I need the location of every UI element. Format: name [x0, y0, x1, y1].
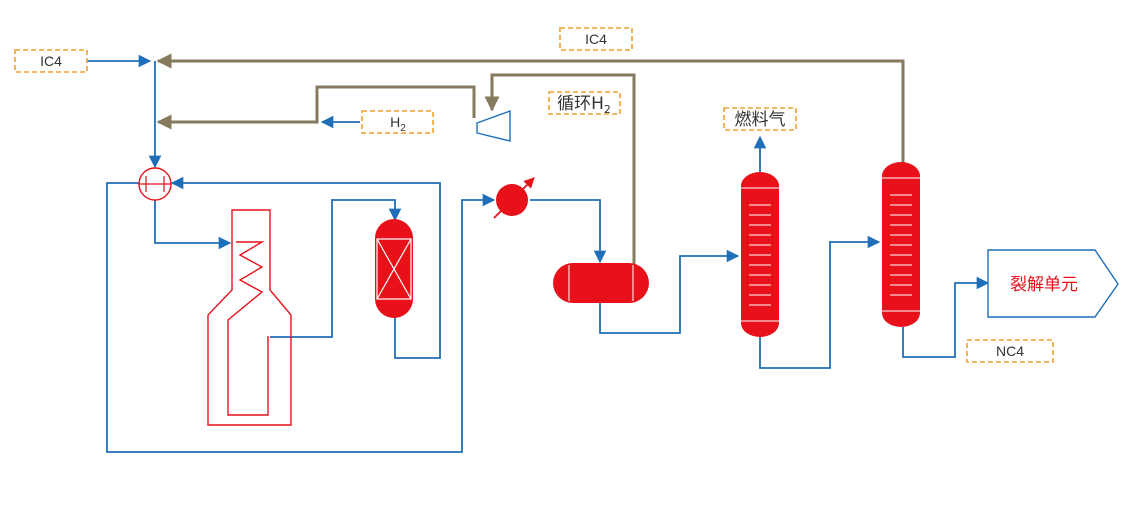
svg-text:循环H2: 循环H2 [557, 94, 611, 116]
exchanger-to-cooler-line [106, 182, 496, 453]
svg-text:NC4: NC4 [996, 343, 1024, 359]
fuel-gas-label: 燃料气 [723, 107, 797, 131]
svg-text:IC4: IC4 [40, 53, 62, 69]
ic4-recycle-line [156, 53, 905, 163]
ic4-feed-label: IC4 [14, 49, 88, 73]
recycle-h2-label: 循环H2 [548, 91, 621, 116]
svg-text:IC4: IC4 [585, 31, 607, 47]
column1-to-column2-line [759, 235, 881, 369]
h2-makeup-label: H2 [361, 110, 434, 134]
separator-drum [553, 263, 649, 303]
exchanger-to-furnace-line [154, 200, 232, 250]
heating-furnace [207, 209, 292, 426]
h2-recycle-line [484, 73, 636, 265]
svg-text:H2: H2 [390, 114, 406, 134]
column2-to-cracking-line [902, 276, 990, 358]
feed-effluent-exchanger [138, 167, 172, 201]
cracking-unit-block: 裂解单元 [987, 249, 1119, 318]
furnace-to-reactor-line [270, 199, 402, 338]
distillation-column-1 [741, 172, 779, 337]
cooler [493, 177, 535, 219]
separator-to-column1-line [599, 249, 740, 334]
reactor [375, 219, 413, 318]
cracking-unit-label: 裂解单元 [1010, 275, 1078, 295]
cooler-to-separator-line [530, 199, 607, 264]
compressor-discharge-line [156, 85, 476, 130]
ic4-recycle-label: IC4 [559, 27, 633, 51]
reactor-to-exchanger-line [170, 176, 441, 359]
svg-text:燃料气: 燃料气 [735, 110, 786, 130]
recycle-h2-compressor [476, 110, 511, 142]
nc4-label: NC4 [966, 339, 1054, 363]
distillation-column-2 [882, 162, 920, 327]
